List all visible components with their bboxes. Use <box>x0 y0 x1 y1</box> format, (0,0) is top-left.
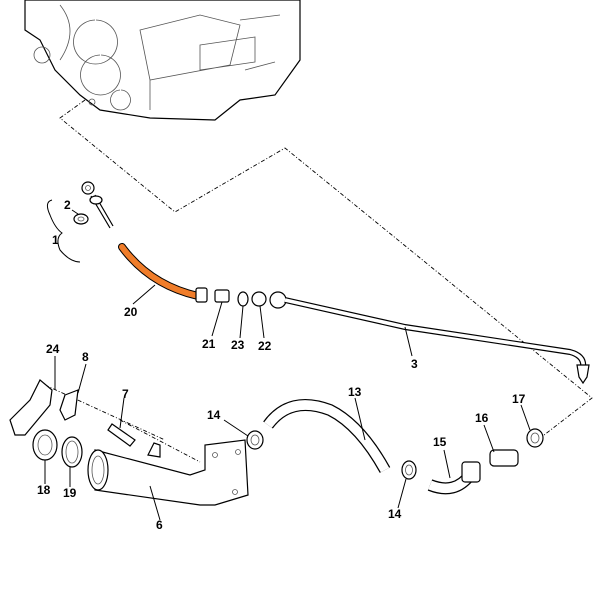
washer <box>73 213 89 225</box>
callout-6: 6 <box>156 518 163 532</box>
callout-1: 1 <box>52 233 59 247</box>
assembly-line <box>59 99 593 443</box>
assembly-line <box>119 419 201 463</box>
seal-ring <box>401 460 417 480</box>
callout-14: 14 <box>207 408 221 422</box>
callout-24: 24 <box>46 342 60 356</box>
assembly-line <box>44 384 166 441</box>
oil-pipe <box>87 439 249 506</box>
callout-21: 21 <box>202 337 216 351</box>
callout-13: 13 <box>348 385 362 399</box>
seal-ring <box>237 291 249 307</box>
callout-18: 18 <box>37 483 51 497</box>
callout-19: 19 <box>63 486 77 500</box>
callout-22: 22 <box>258 339 272 353</box>
callout-16: 16 <box>475 411 489 425</box>
banjo-bolt <box>81 181 114 229</box>
callout-14: 14 <box>388 507 402 521</box>
callout-7: 7 <box>122 387 129 401</box>
callout-17: 17 <box>512 392 526 406</box>
callout-15: 15 <box>433 435 447 449</box>
highlighted-hose <box>119 244 201 299</box>
seal <box>61 436 83 468</box>
engine-block <box>24 0 301 121</box>
bracket <box>9 379 53 436</box>
nut <box>251 291 267 307</box>
adapter-fitting <box>214 289 230 303</box>
callout-23: 23 <box>231 338 245 352</box>
seal-ring <box>246 430 264 450</box>
washer <box>526 428 544 448</box>
callout-3: 3 <box>411 357 418 371</box>
threaded-ring <box>32 429 58 461</box>
callout-2: 2 <box>64 198 71 212</box>
callout-20: 20 <box>124 305 138 319</box>
adapter <box>489 449 519 467</box>
clip <box>59 389 79 421</box>
sleeve <box>107 423 136 447</box>
callout-8: 8 <box>82 350 89 364</box>
